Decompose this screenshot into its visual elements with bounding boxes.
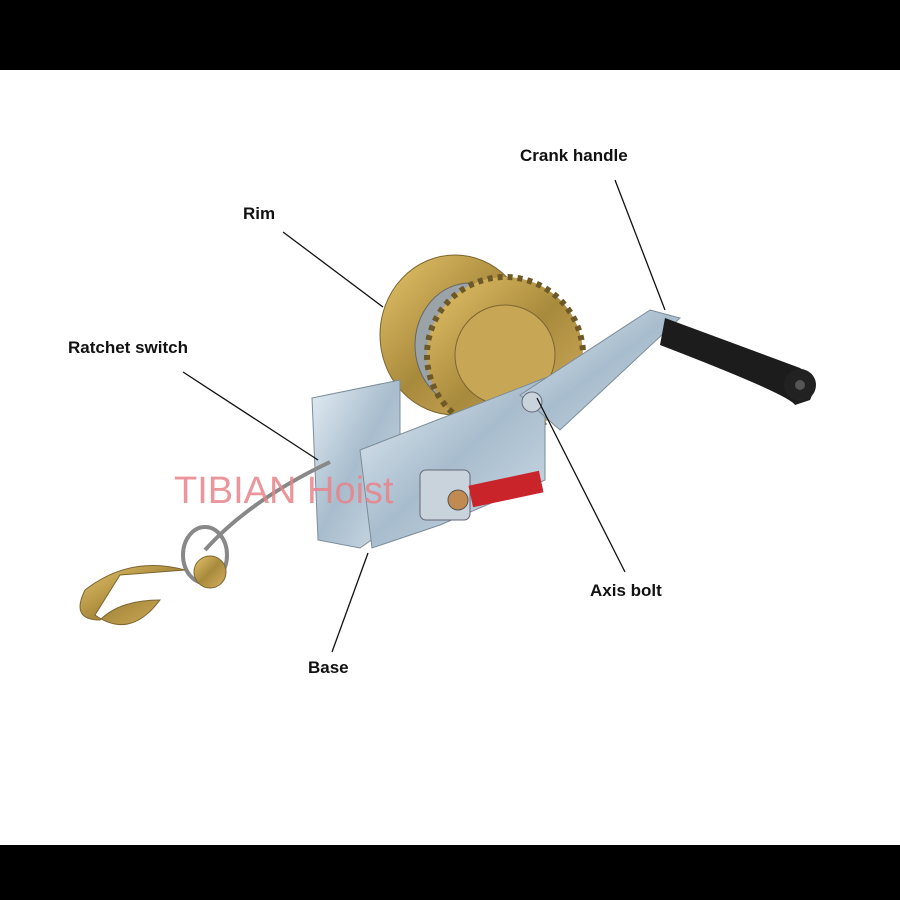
axis-bolt-leader-line bbox=[536, 397, 626, 573]
warning-sticker bbox=[468, 470, 544, 508]
label-crank-handle: Crank handle bbox=[520, 146, 628, 165]
ratchet-switch-leader-line bbox=[182, 371, 319, 461]
ratchet-bolt bbox=[447, 489, 469, 511]
crank-handle-leader-line bbox=[614, 179, 666, 311]
hook bbox=[79, 555, 227, 626]
rim-leader-line bbox=[282, 231, 384, 308]
label-axis-bolt: Axis bolt bbox=[590, 581, 662, 600]
bottom-letterbox-bar bbox=[0, 845, 900, 900]
axis-bolt bbox=[521, 391, 543, 413]
steel-cable bbox=[203, 460, 331, 552]
crank-handle bbox=[660, 318, 816, 405]
label-rim: Rim bbox=[243, 204, 276, 223]
label-base: Base bbox=[308, 658, 349, 677]
label-ratchet-switch: Ratchet switch bbox=[68, 338, 188, 357]
base-leader-line bbox=[331, 552, 369, 653]
watermark-text: TIBIAN Hoist bbox=[174, 470, 394, 512]
top-letterbox-bar bbox=[0, 0, 900, 70]
